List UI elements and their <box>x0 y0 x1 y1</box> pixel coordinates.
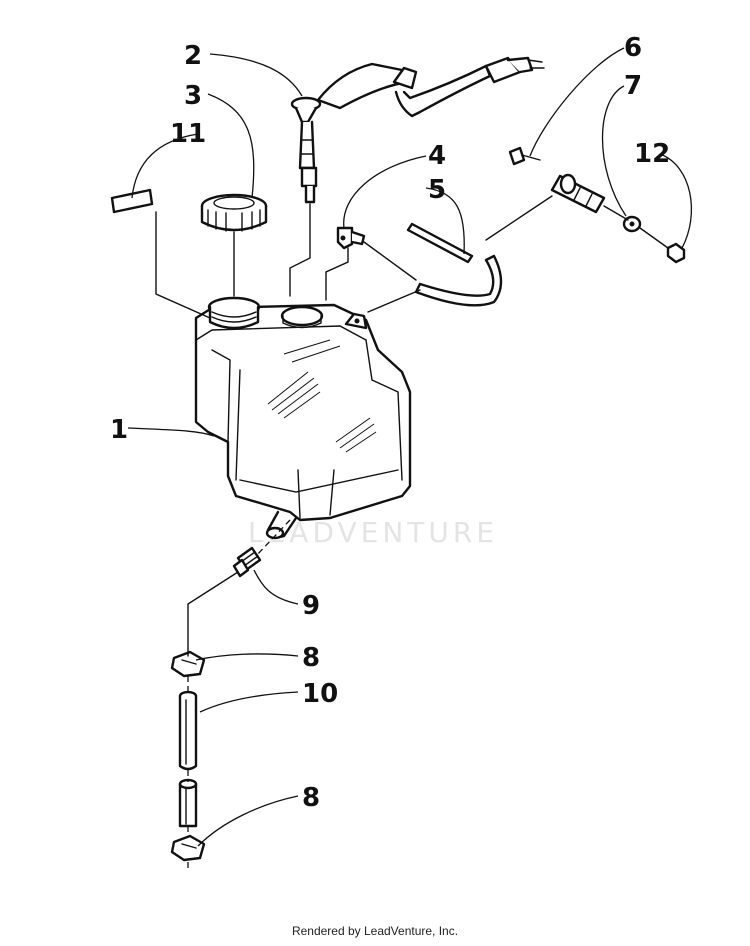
hose-clamp-lower <box>170 834 206 862</box>
leader-lines <box>127 47 693 847</box>
render-credit: Rendered by LeadVenture, Inc. <box>291 924 459 938</box>
callout-labels: 1 2 3 4 5 6 7 8 8 9 10 11 12 <box>110 33 670 813</box>
callout-8-lower: 8 <box>302 783 320 813</box>
vent-tube <box>406 222 503 307</box>
decal-tag <box>110 188 154 214</box>
callout-8-upper: 8 <box>302 643 320 673</box>
callout-4: 4 <box>428 141 446 171</box>
filler-cap <box>200 193 268 232</box>
callout-2: 2 <box>184 41 202 71</box>
callout-6: 6 <box>624 33 642 63</box>
hose-clamp-upper <box>170 650 206 678</box>
callout-12: 12 <box>634 139 670 169</box>
callout-1: 1 <box>110 415 128 445</box>
oil-tank <box>194 296 412 540</box>
callout-7: 7 <box>624 71 642 101</box>
vent-elbow-fitting <box>336 226 366 250</box>
callout-9: 9 <box>302 591 320 621</box>
callout-11: 11 <box>170 119 206 149</box>
oil-level-sensor <box>290 56 545 204</box>
callout-10: 10 <box>302 679 338 709</box>
oil-hose <box>178 690 198 828</box>
callout-5: 5 <box>428 175 446 205</box>
assembly-lines <box>155 195 669 872</box>
callout-3: 3 <box>184 81 202 111</box>
